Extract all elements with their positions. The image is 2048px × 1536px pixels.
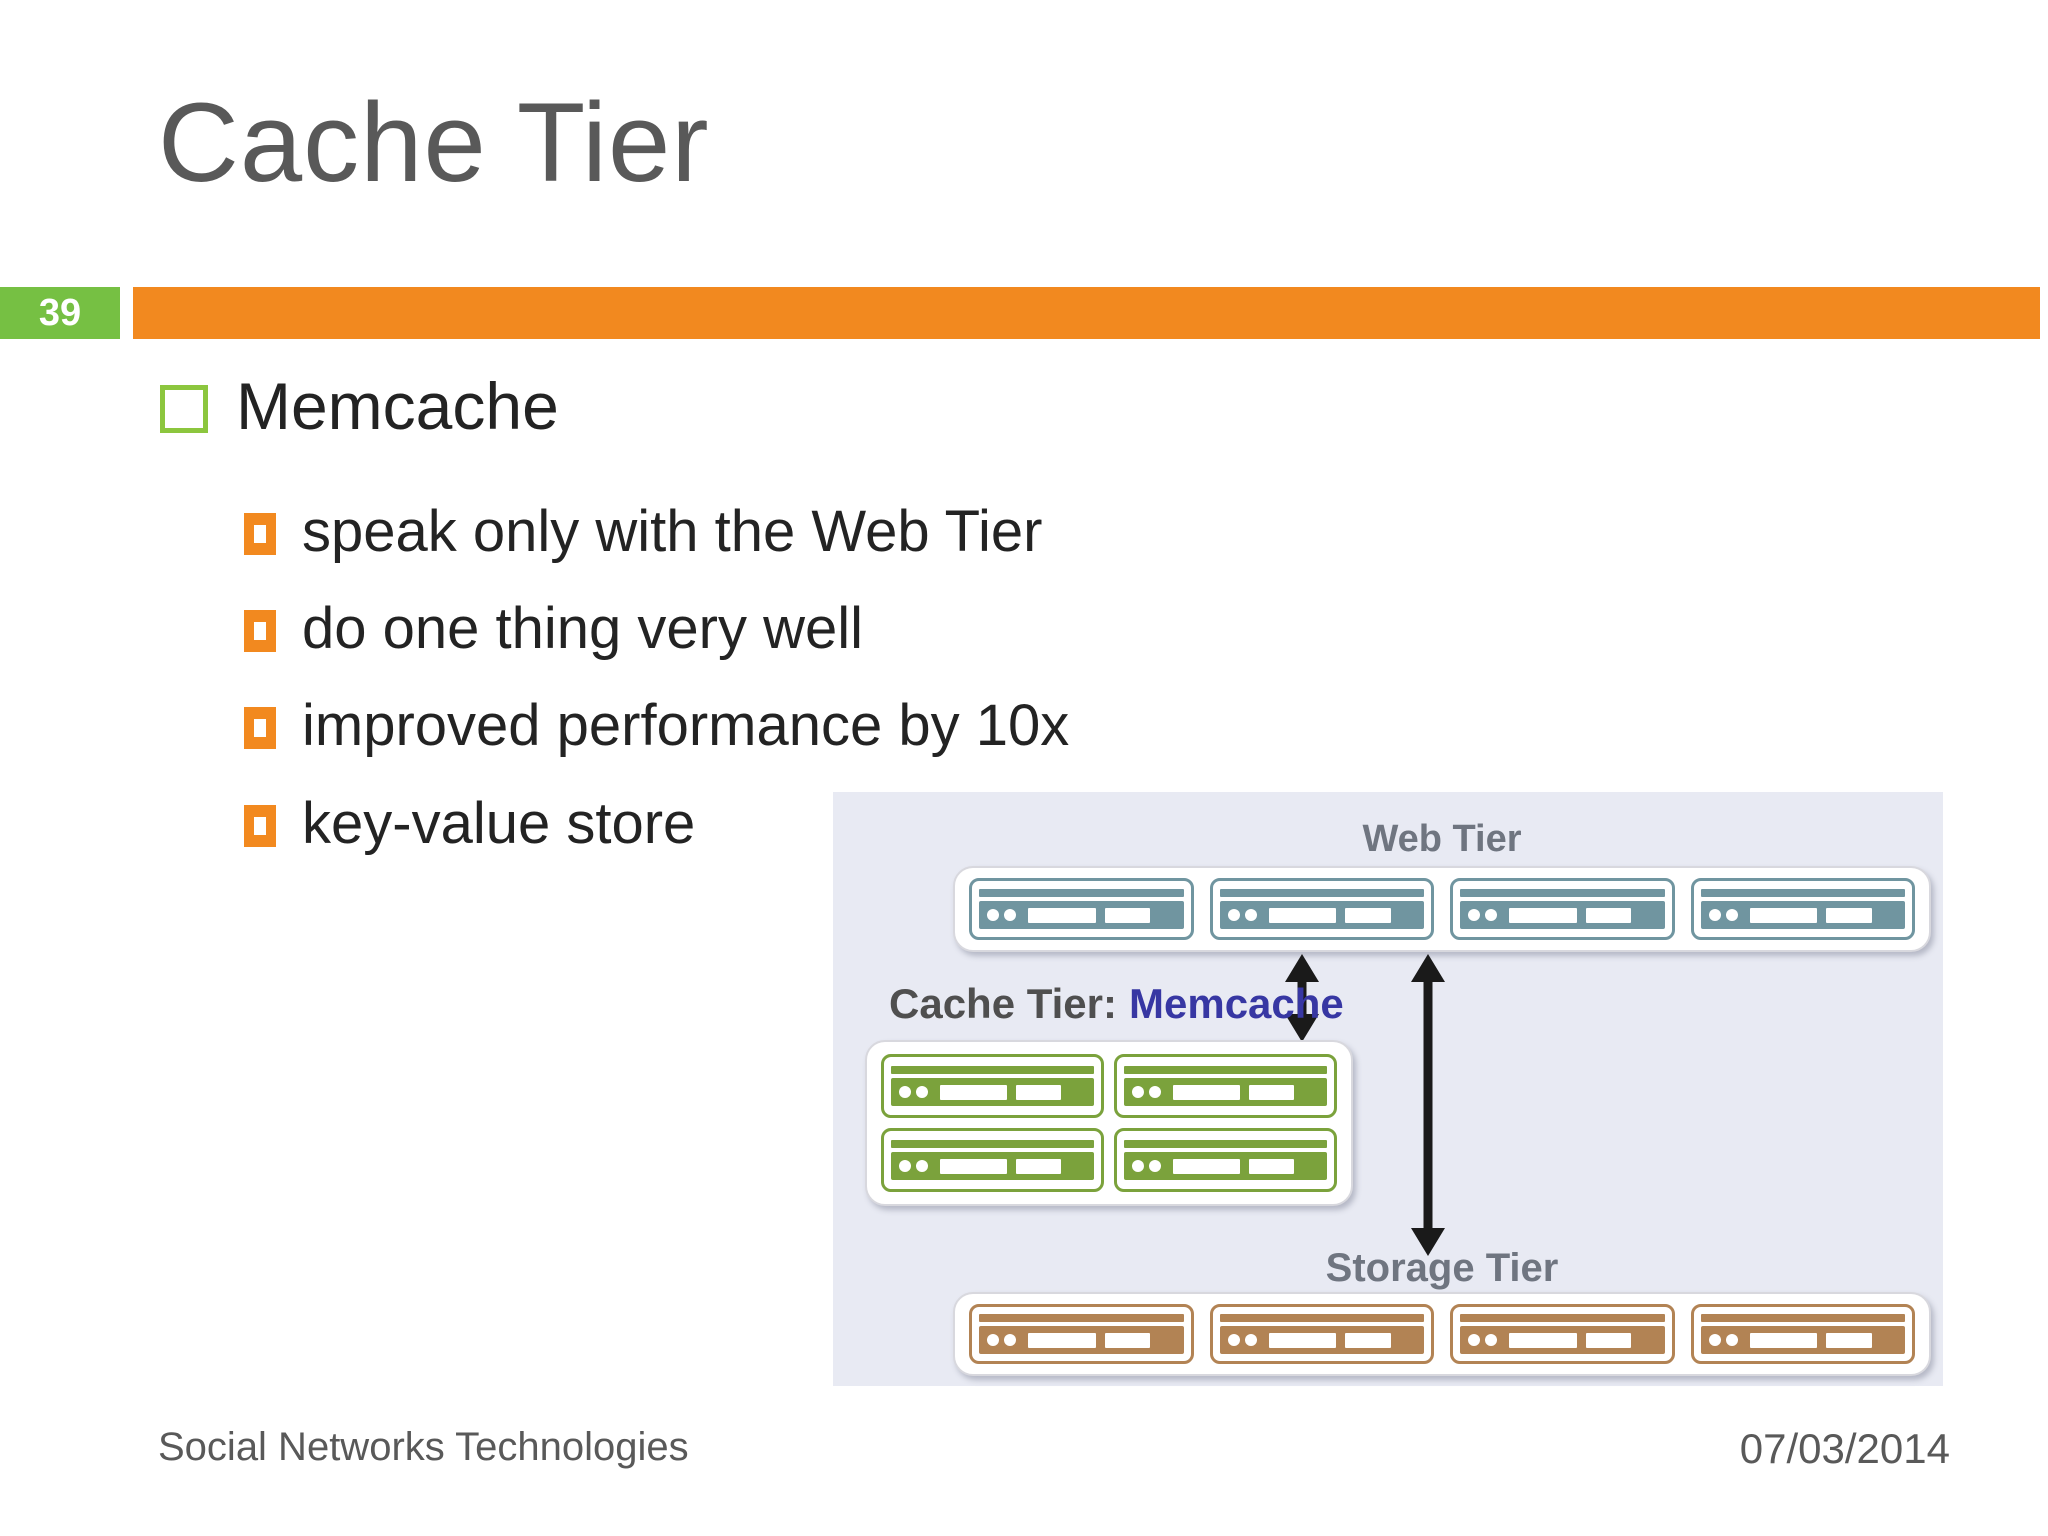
server-icon (1690, 878, 1915, 940)
square-bullet-icon (244, 804, 276, 847)
cache-tier-group (865, 1040, 1353, 1206)
sub-bullet-text: improved performance by 10x (302, 693, 1070, 758)
web-storage-arrow-icon (1411, 954, 1445, 1256)
sub-bullet-1: speak only with the Web Tier (244, 498, 1042, 565)
architecture-diagram: Web Tier Cache Tier: Memcache (833, 792, 1943, 1386)
square-bullet-icon (244, 706, 276, 749)
server-icon (1690, 1304, 1915, 1364)
server-icon (881, 1054, 1104, 1118)
server-icon (881, 1128, 1104, 1192)
cache-tier-label: Cache Tier: Memcache (889, 980, 1344, 1028)
cache-tier-highlight: Memcache (1129, 980, 1344, 1027)
slide-number: 39 (38, 291, 82, 334)
server-icon (1209, 878, 1434, 940)
sub-bullet-text: do one thing very well (302, 596, 863, 661)
server-icon (969, 878, 1194, 940)
square-bullet-icon (244, 512, 276, 555)
slide-number-badge: 39 (0, 287, 120, 339)
square-bullet-icon (160, 385, 208, 433)
sub-bullet-3: improved performance by 10x (244, 692, 1069, 759)
sub-bullet-2: do one thing very well (244, 595, 863, 662)
web-tier-group (953, 866, 1931, 952)
server-icon (1209, 1304, 1434, 1364)
server-icon (1450, 878, 1675, 940)
storage-tier-group (953, 1292, 1931, 1376)
server-icon (1114, 1128, 1337, 1192)
bullet-text: Memcache (236, 369, 559, 443)
web-cache-arrow-icon (1285, 954, 1319, 1042)
accent-rule (133, 287, 2040, 339)
sub-bullet-4: key-value store (244, 790, 695, 857)
sub-bullet-text: speak only with the Web Tier (302, 499, 1043, 564)
square-bullet-icon (244, 609, 276, 652)
sub-bullet-text: key-value store (302, 791, 696, 856)
server-icon (1450, 1304, 1675, 1364)
footer-course-name: Social Networks Technologies (158, 1425, 689, 1469)
storage-tier-label: Storage Tier (1325, 1246, 1559, 1290)
server-icon (1114, 1054, 1337, 1118)
page-title: Cache Tier (158, 80, 710, 205)
footer-date: 07/03/2014 (1739, 1425, 1950, 1472)
bullet-memcache: Memcache (160, 368, 559, 444)
web-tier-label: Web Tier (1362, 818, 1522, 860)
server-icon (969, 1304, 1194, 1364)
cache-tier-label-text: Cache Tier: (889, 980, 1117, 1027)
